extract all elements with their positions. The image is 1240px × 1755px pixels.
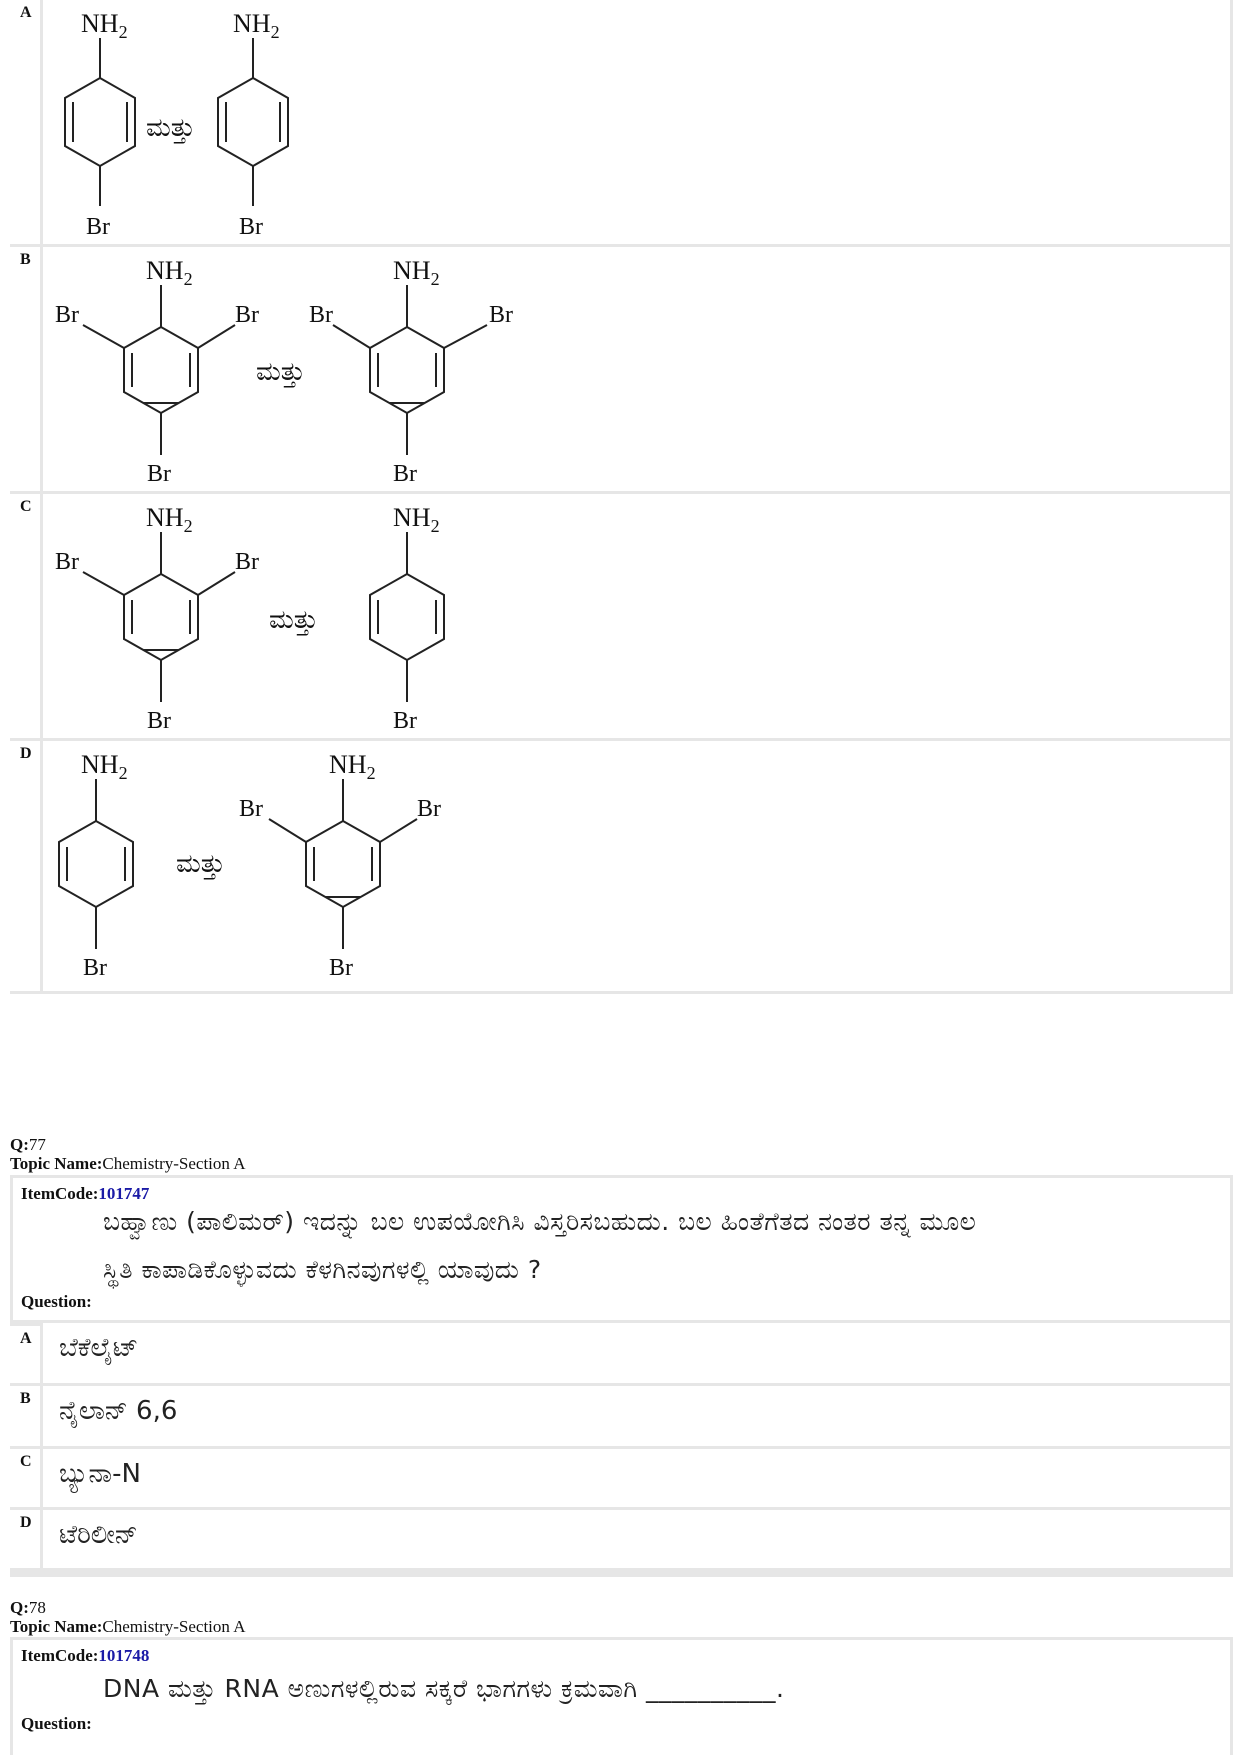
option-a-structures: NH2 Br ಮತ್ತು NH2 Br [43, 0, 1230, 244]
structure-diagram: NH2 Br Br Br ಮತ್ತು NH2 Br [55, 503, 445, 734]
and-label: ಮತ್ತು [256, 357, 305, 388]
option-b-structures: NH2 Br Br Br ಮತ್ತು NH2 Br B [43, 247, 1230, 491]
option-text: ಟೆರಿಲೀನ್ [59, 1520, 138, 1550]
question-number-label: Q: [10, 1135, 29, 1154]
br-label: Br [147, 461, 171, 487]
question-number: 77 [28, 1135, 46, 1154]
and-label: ಮತ್ತು [176, 849, 225, 880]
nh2-label: NH2 [146, 503, 193, 536]
nh2-label: NH2 [393, 503, 440, 536]
structure-diagram: NH2 Br Br Br ಮತ್ತು NH2 Br B [55, 256, 513, 487]
topic-label: Topic Name: [10, 1154, 103, 1173]
item-code: ItemCode:101748 [21, 1646, 150, 1665]
br-label: Br [393, 708, 417, 734]
option-letter: D [10, 1510, 40, 1568]
answer-option-d[interactable]: D ಟೆರಿಲೀನ್ [10, 1510, 1233, 1568]
nh2-label: NH2 [393, 256, 440, 289]
question-number: 78 [28, 1598, 46, 1617]
and-label: ಮತ್ತು [146, 113, 195, 144]
option-text: ನೈಲಾನ್ 6,6 [59, 1396, 178, 1426]
nh2-label: NH2 [233, 9, 280, 42]
option-b-row[interactable]: B NH2 Br Br Br ಮತ್ತು NH2 [10, 247, 1233, 491]
option-cell: ಟೆರಿಲೀನ್ [43, 1510, 1230, 1568]
answer-option-c[interactable]: C ಬ್ಯುನಾ-N [10, 1449, 1233, 1507]
question-text: ಬಹ್ವಾಣು (ಪಾಲಿಮರ್) ಇದನ್ನು ಬಲ ಉಪಯೋಗಿಸಿ ವಿಸ… [103, 1207, 977, 1284]
question-header: ItemCode:101748 DNA ಮತ್ತು RNA ಅಣುಗಳಲ್ಲಿರ… [13, 1640, 1230, 1755]
br-label: Br [309, 302, 333, 328]
br-label: Br [235, 549, 259, 575]
option-cell: ಬ್ಯುನಾ-N [43, 1449, 1230, 1507]
item-code: ItemCode:101747 [21, 1184, 150, 1203]
divider [10, 1571, 1233, 1577]
br-label: Br [55, 302, 79, 328]
question-label: Question: [21, 1292, 92, 1311]
br-label: Br [235, 302, 259, 328]
nh2-label: NH2 [81, 750, 128, 783]
topic-name: Chemistry-Section A [102, 1617, 246, 1636]
answer-option-a[interactable]: A ಬೆಕೆಲೈಟ್ [10, 1323, 1233, 1383]
option-a-row[interactable]: A NH2 Br ಮತ್ತು NH2 Br [10, 0, 1233, 244]
nh2-label: NH2 [146, 256, 193, 289]
option-d-row[interactable]: D NH2 Br ಮತ್ತು NH2 Br Br [10, 741, 1233, 991]
option-letter: B [10, 247, 40, 491]
br-label: Br [86, 214, 110, 240]
q76-options-table: A NH2 Br ಮತ್ತು NH2 Br B [10, 0, 1233, 994]
option-letter: D [10, 741, 40, 991]
structure-diagram: NH2 Br ಮತ್ತು NH2 Br [64, 9, 289, 240]
nh2-label: NH2 [329, 750, 376, 783]
option-text: ಬ್ಯುನಾ-N [59, 1459, 141, 1489]
question-meta: Q:77 Topic Name:Chemistry-Section A [10, 1135, 245, 1173]
br-label: Br [393, 461, 417, 487]
option-cell: ನೈಲಾನ್ 6,6 [43, 1386, 1230, 1446]
option-c-row[interactable]: C NH2 Br Br Br ಮತ್ತು NH2 [10, 494, 1233, 738]
question-meta: Q:78 Topic Name:Chemistry-Section A [10, 1598, 245, 1636]
br-label: Br [55, 549, 79, 575]
br-label: Br [417, 796, 441, 822]
option-cell: ಬೆಕೆಲೈಟ್ [43, 1323, 1230, 1383]
option-letter: A [10, 0, 40, 244]
br-label: Br [329, 955, 353, 981]
option-letter: B [10, 1386, 40, 1446]
br-label: Br [147, 708, 171, 734]
question-header: ItemCode:101747 ಬಹ್ವಾಣು (ಪಾಲಿಮರ್) ಇದನ್ನು… [13, 1178, 1230, 1320]
option-text: ಬೆಕೆಲೈಟ್ [59, 1333, 139, 1363]
topic-name: Chemistry-Section A [102, 1154, 246, 1173]
br-label: Br [239, 796, 263, 822]
question-label: Question: [21, 1714, 92, 1733]
answer-option-b[interactable]: B ನೈಲಾನ್ 6,6 [10, 1386, 1233, 1446]
question-78-box: ItemCode:101748 DNA ಮತ್ತು RNA ಅಣುಗಳಲ್ಲಿರ… [10, 1637, 1233, 1755]
option-c-structures: NH2 Br Br Br ಮತ್ತು NH2 Br [43, 494, 1230, 738]
question-number-label: Q: [10, 1598, 29, 1617]
option-letter: C [10, 1449, 40, 1507]
nh2-label: NH2 [81, 9, 128, 42]
question-text: DNA ಮತ್ತು RNA ಅಣುಗಳಲ್ಲಿರುವ ಸಕ್ಕರೆ ಭಾಗಗಳು… [103, 1674, 785, 1703]
br-label: Br [239, 214, 263, 240]
structure-diagram: NH2 Br ಮತ್ತು NH2 Br Br Br [58, 750, 441, 981]
option-letter: A [10, 1326, 40, 1383]
br-label: Br [489, 302, 513, 328]
br-label: Br [83, 955, 107, 981]
option-letter: C [10, 494, 40, 738]
option-d-structures: NH2 Br ಮತ್ತು NH2 Br Br Br [43, 741, 1230, 991]
topic-label: Topic Name: [10, 1617, 103, 1636]
and-label: ಮತ್ತು [269, 605, 318, 636]
